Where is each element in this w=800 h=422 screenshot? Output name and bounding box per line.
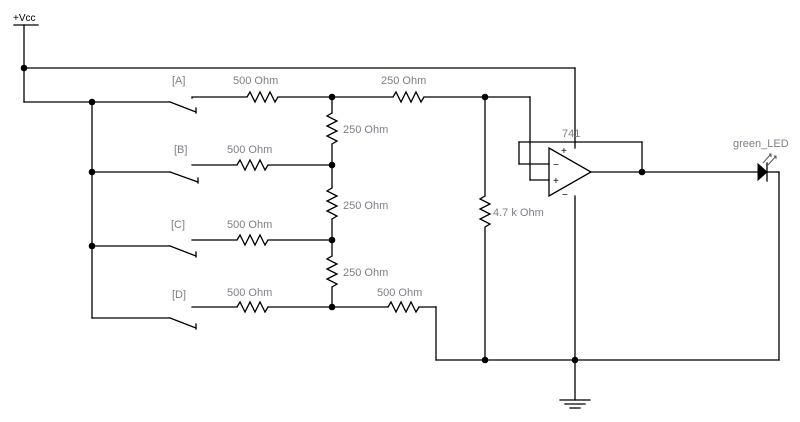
opamp-bottom-minus: − [562, 190, 568, 201]
junction-dot [481, 356, 489, 364]
junction-dot [328, 236, 336, 244]
resistor-input-a-label: 500 Ohm [233, 75, 278, 87]
green-led [757, 153, 780, 182]
opamp-top-plus: + [561, 146, 567, 157]
vcc-label: +Vcc [13, 13, 36, 24]
resistor-series-top-label: 250 Ohm [381, 75, 426, 87]
resistor-bottom-label: 500 Ohm [377, 287, 422, 299]
switch-d-label: [D] [172, 289, 186, 301]
opamp-label: 741 [562, 128, 580, 140]
resistor-bottom [387, 300, 420, 314]
junction-dot [328, 303, 336, 311]
resistor-series-top [392, 90, 425, 104]
junction-dot [88, 168, 96, 176]
resistor-load [478, 195, 492, 228]
switch-a[interactable] [169, 97, 197, 114]
junction-dot [638, 168, 646, 176]
junction-dot [88, 98, 96, 106]
opamp-minus-sign: − [553, 160, 559, 171]
switch-b-label: [B] [174, 144, 187, 156]
switch-b[interactable] [169, 171, 199, 184]
vcc-supply: +Vcc [13, 13, 39, 103]
resistor-input-d-label: 500 Ohm [227, 287, 272, 299]
led-label: green_LED [733, 138, 789, 150]
ground-symbol [559, 399, 591, 409]
resistor-ladder-3 [325, 255, 339, 288]
resistor-input-c [236, 233, 269, 247]
resistor-input-b [236, 158, 269, 172]
resistor-input-c-label: 500 Ohm [227, 219, 272, 231]
opamp-plus-sign: + [553, 176, 559, 187]
resistor-input-a [246, 90, 279, 104]
junction-dots [20, 64, 646, 364]
resistor-ladder-3-label: 250 Ohm [343, 267, 388, 279]
junction-dot [88, 242, 96, 250]
junction-dot [328, 93, 336, 101]
junction-dot [481, 93, 489, 101]
resistor-ladder-1-label: 250 Ohm [343, 124, 388, 136]
resistor-input-b-label: 500 Ohm [227, 144, 272, 156]
junction-dot [20, 64, 28, 72]
resistor-load-label: 4.7 k Ohm [493, 207, 544, 219]
switch-c[interactable] [169, 245, 197, 258]
resistor-ladder-2-label: 250 Ohm [343, 200, 388, 212]
resistor-ladder-1 [325, 112, 339, 145]
resistor-ladder-2 [325, 187, 339, 220]
resistor-input-d [236, 300, 269, 314]
switch-a-label: [A] [172, 75, 185, 87]
junction-dot [571, 356, 579, 364]
junction-dot [328, 161, 336, 169]
switch-d[interactable] [169, 317, 197, 330]
opamp-741: + − + − [548, 146, 593, 201]
switch-c-label: [C] [171, 219, 185, 231]
